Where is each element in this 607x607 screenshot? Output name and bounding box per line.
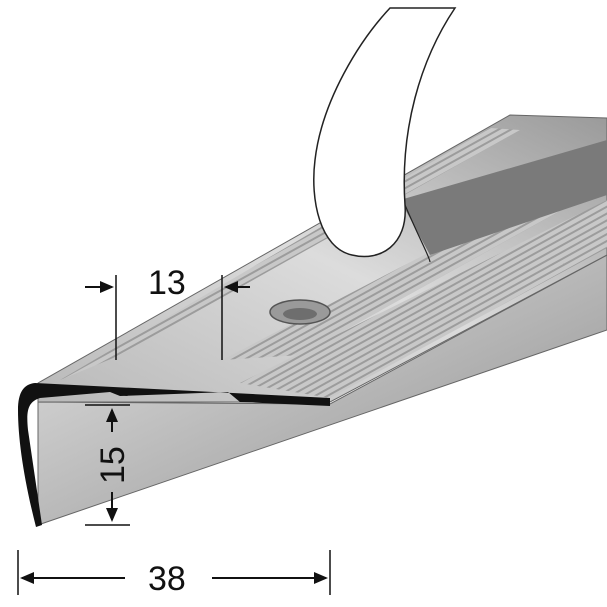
arrow-left-icon — [20, 572, 34, 584]
arrow-right-icon — [314, 572, 328, 584]
arrow-up-icon — [106, 408, 118, 422]
dim-13-label: 13 — [148, 264, 186, 302]
screw-hole-inner — [283, 308, 317, 320]
tape-edge — [404, 204, 431, 263]
adhesive-tape — [313, 7, 457, 258]
arrow-down-icon — [106, 508, 118, 522]
ribbed-strip-front — [240, 200, 607, 398]
profile-cross-section — [18, 383, 330, 527]
dim-15-label: 15 — [94, 446, 132, 484]
arrow-left-icon — [224, 281, 238, 293]
profile-channel — [400, 140, 607, 255]
dim-38-label: 38 — [148, 560, 186, 598]
arrow-right-icon — [100, 281, 114, 293]
